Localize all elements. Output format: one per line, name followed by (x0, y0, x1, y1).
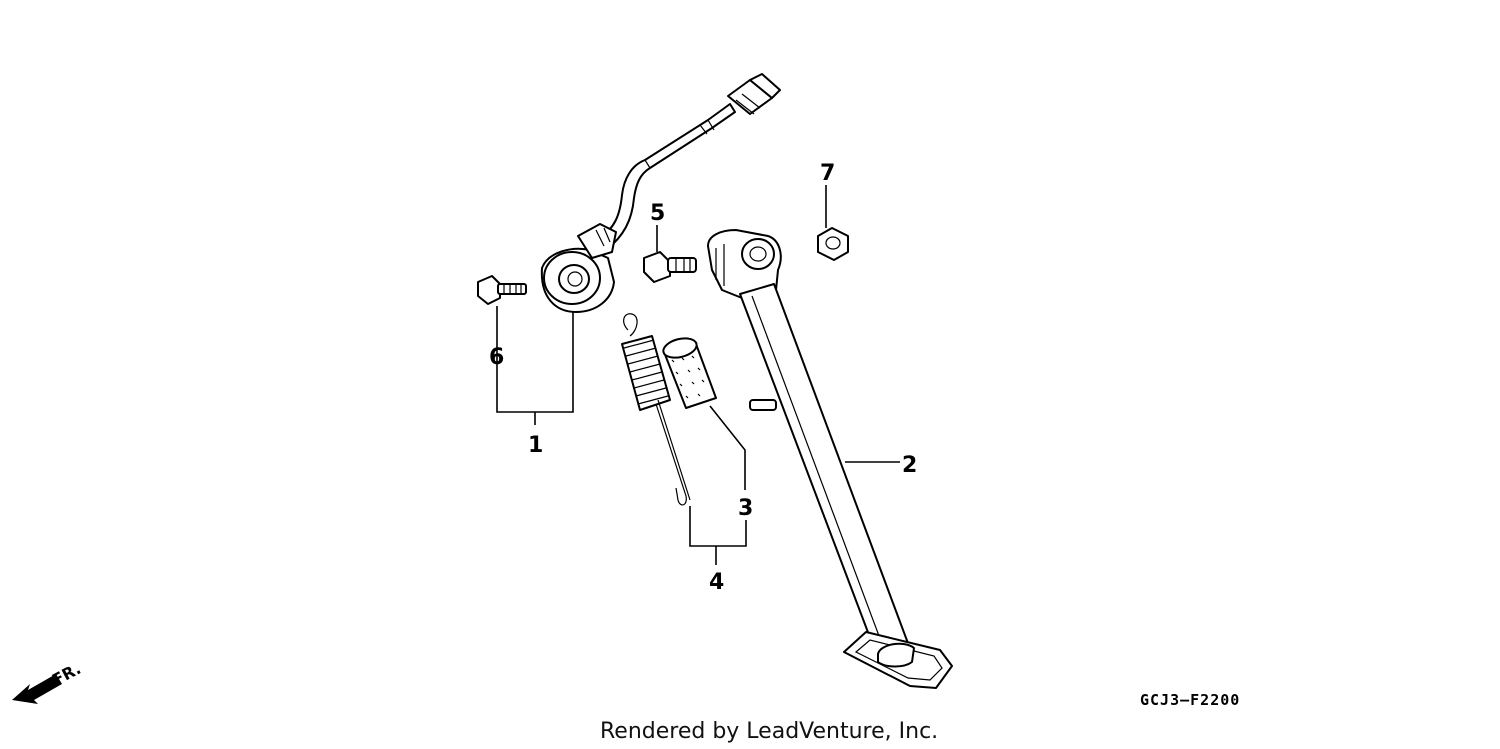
side-stand-switch[interactable] (540, 73, 781, 313)
front-direction-arrow-icon (12, 674, 62, 704)
leader-lines (496, 185, 900, 565)
spring-sleeve[interactable] (661, 335, 717, 409)
switch-bolt[interactable] (477, 275, 527, 305)
callout-2: 2 (902, 453, 917, 478)
diagram-code: GCJ3—F2200 (1140, 691, 1240, 709)
callout-3: 3 (738, 496, 753, 521)
credit-text: Rendered by LeadVenture, Inc. (600, 719, 938, 744)
pivot-bolt[interactable] (643, 251, 697, 283)
callout-7: 7 (820, 161, 835, 186)
pivot-nut[interactable] (817, 227, 849, 261)
stand-spring[interactable] (621, 313, 691, 506)
callout-6: 6 (489, 345, 504, 370)
callout-1: 1 (528, 433, 543, 458)
side-stand[interactable] (707, 229, 953, 689)
callout-4: 4 (709, 570, 724, 595)
callout-5: 5 (650, 201, 665, 226)
